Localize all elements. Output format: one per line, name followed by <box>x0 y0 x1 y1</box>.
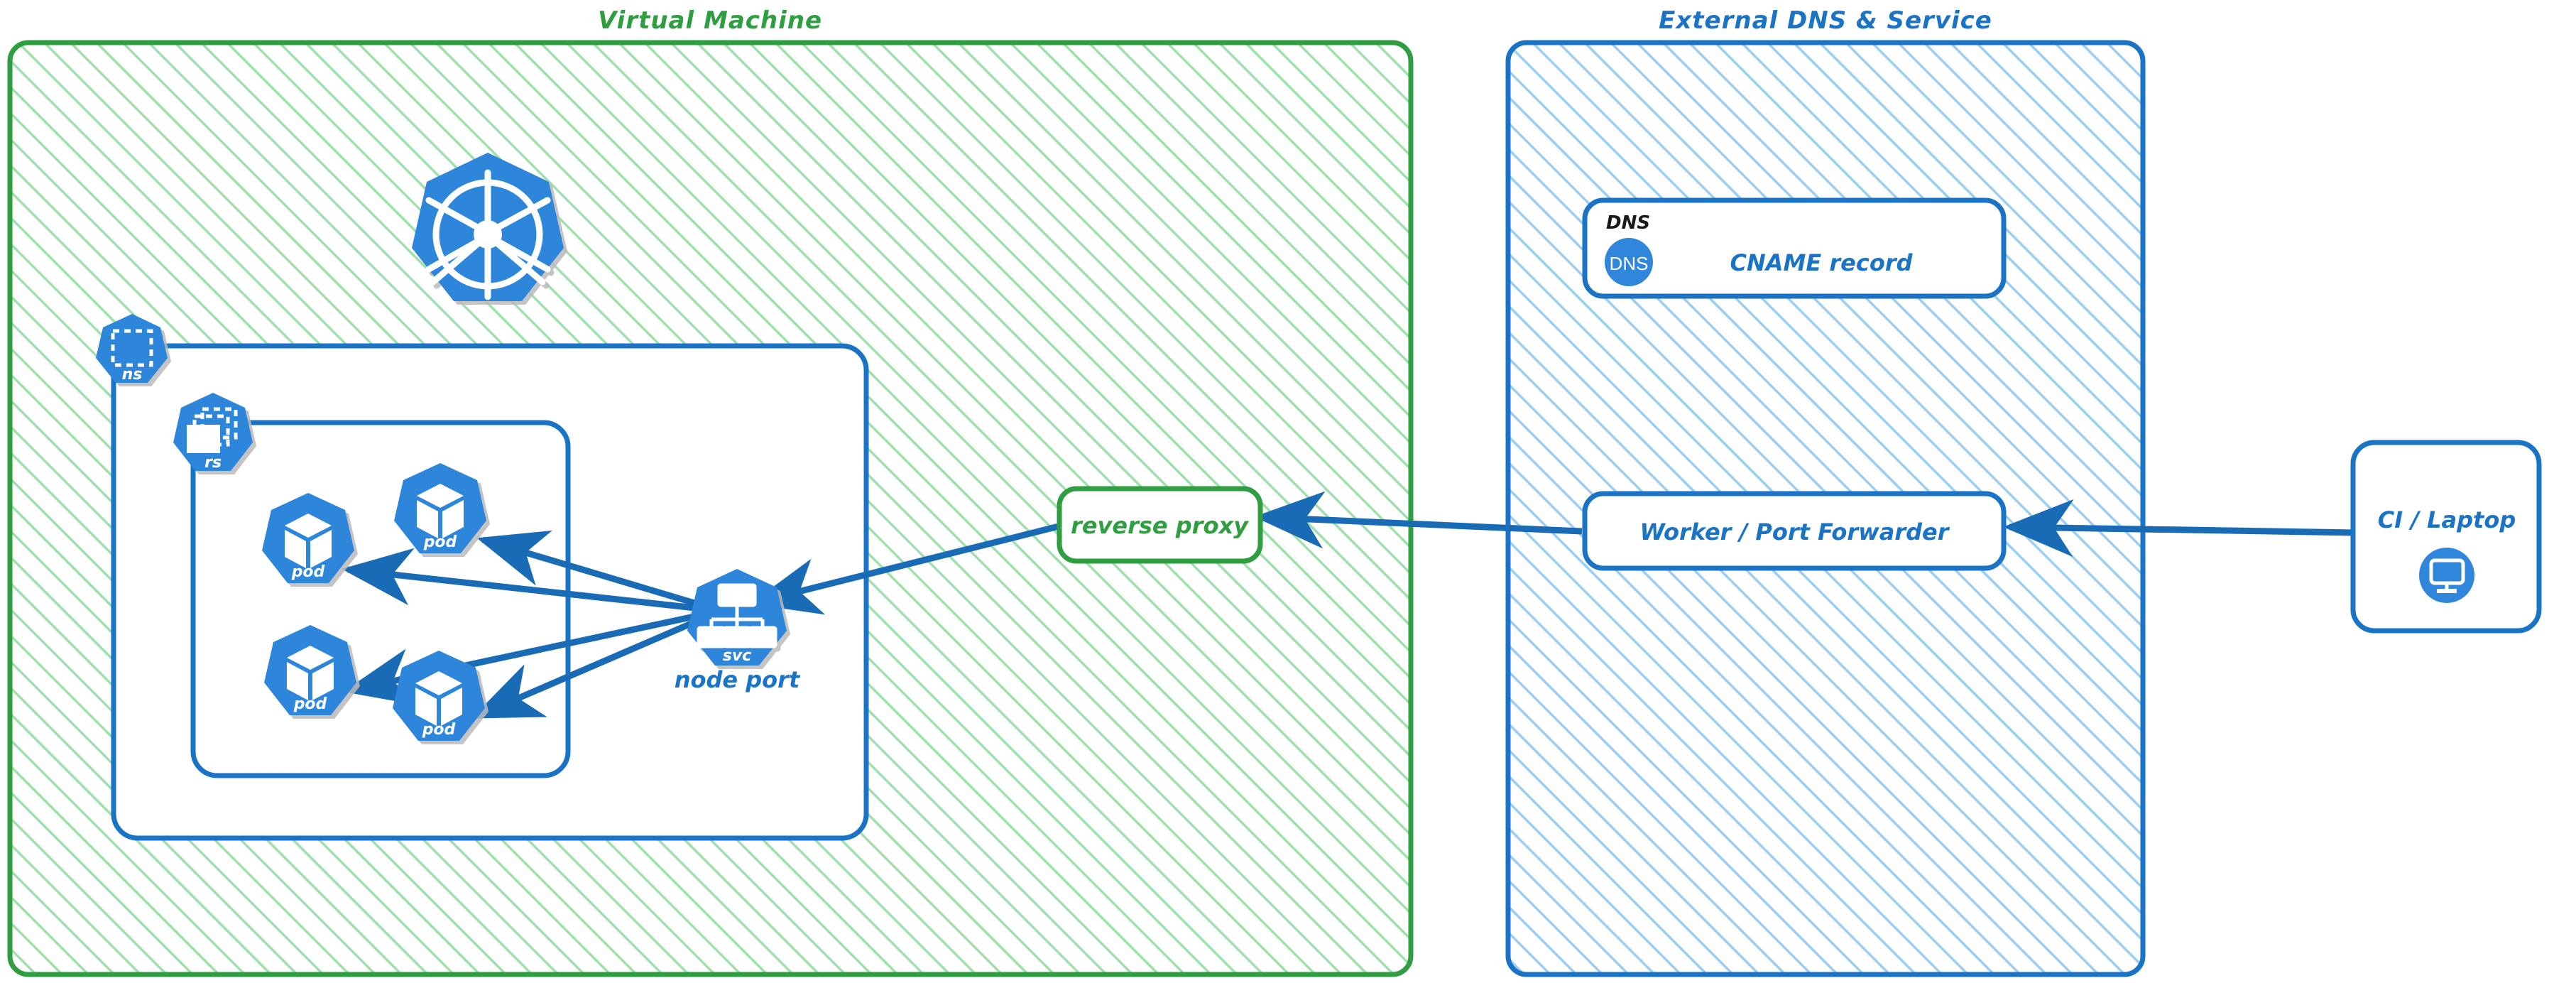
replicaset-badge[interactable]: rs <box>173 393 253 472</box>
kubernetes-helm-wheel-icon <box>425 169 551 300</box>
svc-label: svc <box>723 647 751 665</box>
pod-hexagon[interactable] <box>393 651 485 741</box>
pod-cube-icon <box>415 671 462 726</box>
edge-group <box>342 491 2358 719</box>
replicaset-box[interactable] <box>190 420 571 778</box>
reverse-proxy-box[interactable] <box>1057 486 1263 564</box>
edge-svc-to-pod-1 <box>342 548 721 614</box>
ns-label: ns <box>122 366 143 384</box>
pod-cube-icon <box>287 646 334 700</box>
kubernetes-logo <box>412 153 564 301</box>
pod-label: pod <box>291 563 325 581</box>
worker-box[interactable] <box>1582 491 2007 571</box>
pod-2[interactable]: pod <box>394 463 486 553</box>
worker-label: Worker / Port Forwarder <box>1639 518 1950 545</box>
pod-1[interactable]: pod <box>262 493 354 583</box>
dns-circle-icon <box>1605 238 1653 286</box>
node-port-caption: node port <box>675 666 801 693</box>
service-badge[interactable]: svc <box>687 569 787 666</box>
edge-proxy-to-svc <box>750 522 1063 615</box>
ext-zone-title: External DNS & Service <box>1659 6 1992 35</box>
ci-laptop-node[interactable]: CI / Laptop <box>2350 440 2542 634</box>
namespace-badge[interactable]: ns <box>96 314 168 384</box>
desktop-monitor-icon <box>2419 548 2474 603</box>
vm-zone-title: Virtual Machine <box>598 6 822 35</box>
dns-card[interactable]: DNS DNS CNAME record <box>1582 197 2007 299</box>
edge-ci-to-worker <box>2003 499 2358 557</box>
service-icon <box>697 583 777 648</box>
reverse-proxy-label: reverse proxy <box>1071 512 1249 539</box>
pod-hexagon[interactable] <box>394 463 486 553</box>
replicaset-icon <box>187 407 238 453</box>
ci-laptop-label: CI / Laptop <box>2378 506 2516 533</box>
pod-label: pod <box>423 533 457 551</box>
cname-record-label: CNAME record <box>1730 249 1914 276</box>
reverse-proxy-node[interactable]: reverse proxy <box>1057 486 1263 564</box>
dns-badge-text: DNS <box>1610 253 1649 274</box>
pod-label: pod <box>422 721 456 739</box>
replicaset-container[interactable] <box>190 420 571 778</box>
worker-port-forwarder-node[interactable]: Worker / Port Forwarder <box>1582 491 2007 571</box>
dns-group-label: DNS <box>1606 212 1650 234</box>
rs-label: rs <box>204 454 222 472</box>
pod-cube-icon <box>285 514 332 568</box>
pod-label: pod <box>293 695 327 713</box>
edge-svc-to-pod-4 <box>471 607 722 719</box>
edge-svc-to-pod-2 <box>476 530 722 614</box>
namespace-icon <box>111 329 153 367</box>
pod-4[interactable]: pod <box>393 651 485 741</box>
pod-3[interactable]: pod <box>264 625 356 715</box>
dns-card-box[interactable] <box>1582 197 2007 299</box>
ci-laptop-box[interactable] <box>2350 440 2542 634</box>
pod-cube-icon <box>417 484 464 538</box>
edge-worker-to-proxy <box>1254 491 1583 549</box>
pod-hexagon[interactable] <box>264 625 356 715</box>
pod-hexagon[interactable] <box>262 493 354 583</box>
